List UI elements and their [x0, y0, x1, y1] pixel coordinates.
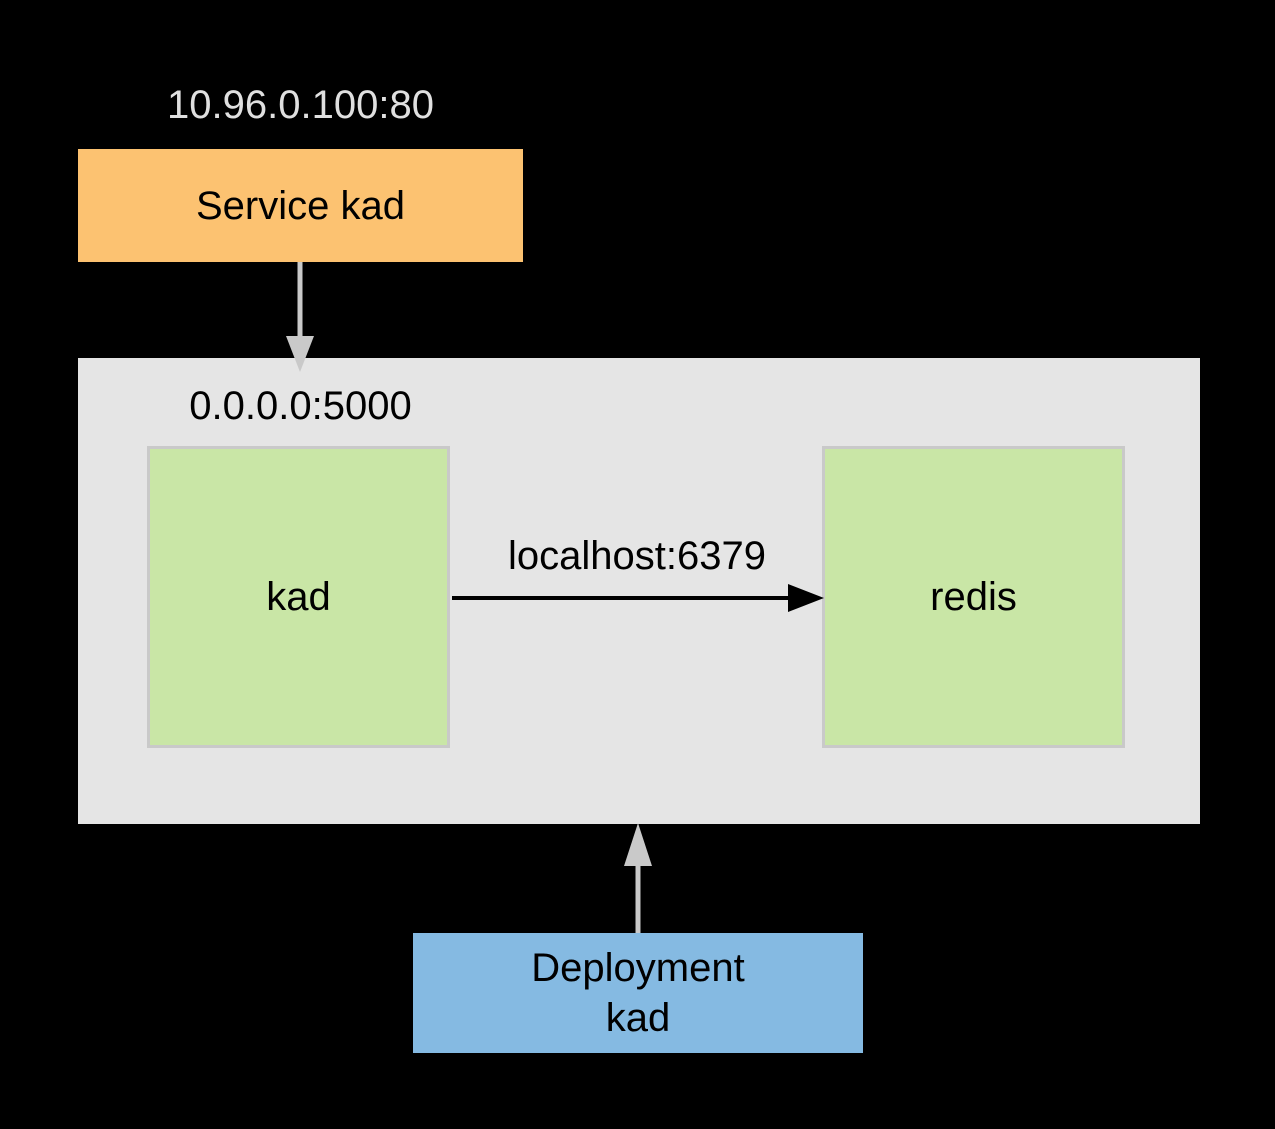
pod-box: 0.0.0.0:5000 kad localhost:6379 redis — [78, 358, 1200, 824]
service-box-label: Service kad — [196, 183, 405, 228]
container-kad-label: kad — [266, 575, 331, 619]
pod-address-label: 0.0.0.0:5000 — [189, 384, 412, 428]
container-redis-label: redis — [930, 575, 1017, 619]
container-redis: redis — [822, 446, 1125, 748]
container-kad: kad — [147, 446, 450, 748]
deployment-box-label-line1: Deployment — [531, 946, 745, 990]
service-box: Service kad — [78, 149, 523, 262]
deployment-box: Deployment kad — [413, 933, 863, 1053]
deployment-box-label-line2: kad — [605, 996, 671, 1040]
connection-label: localhost:6379 — [508, 534, 766, 578]
service-to-pod-arrow — [286, 262, 314, 372]
service-address-label: 10.96.0.100:80 — [167, 83, 434, 127]
deployment-to-pod-arrow — [624, 823, 652, 933]
